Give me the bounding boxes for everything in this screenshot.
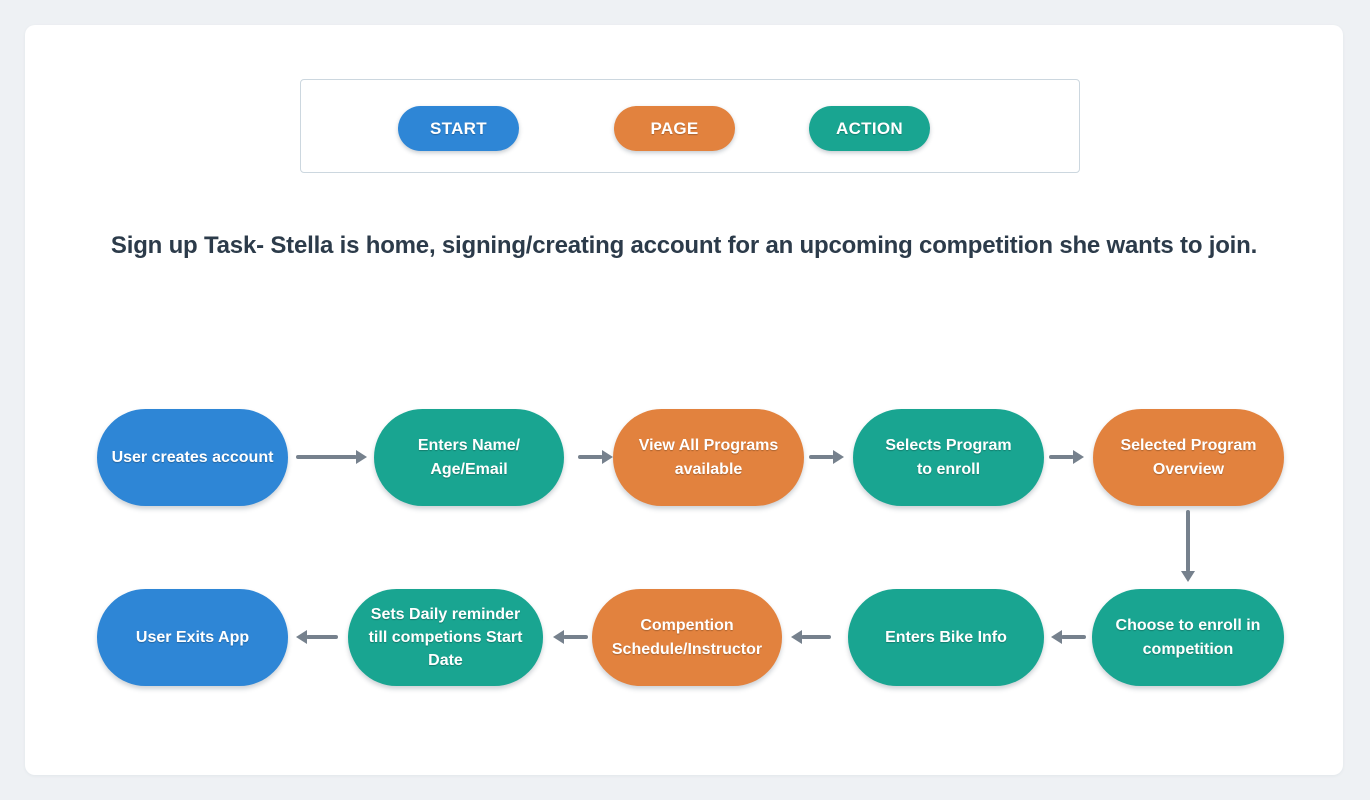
arrow-right-icon bbox=[296, 450, 367, 464]
legend-pill-action: ACTION bbox=[809, 106, 930, 151]
node-user-exits-app: User Exits App bbox=[97, 589, 288, 686]
node-compention-schedule-instructor: Compention Schedule/Instructor bbox=[592, 589, 782, 686]
node-view-all-programs: View All Programs available bbox=[613, 409, 804, 506]
node-sets-daily-reminder: Sets Daily reminder till competions Star… bbox=[348, 589, 543, 686]
arrow-right-icon bbox=[578, 450, 613, 464]
diagram-title: Sign up Task- Stella is home, signing/cr… bbox=[110, 232, 1258, 259]
node-selected-program-overview: Selected Program Overview bbox=[1093, 409, 1284, 506]
node-enters-name-age-email: Enters Name/ Age/Email bbox=[374, 409, 564, 506]
node-user-creates-account: User creates account bbox=[97, 409, 288, 506]
flowchart-card: START PAGE ACTION Sign up Task- Stella i… bbox=[25, 25, 1343, 775]
node-selects-program-to-enroll: Selects Program to enroll bbox=[853, 409, 1044, 506]
arrow-left-icon bbox=[1051, 630, 1086, 644]
legend-box: START PAGE ACTION bbox=[300, 79, 1080, 173]
arrow-left-icon bbox=[791, 630, 831, 644]
arrow-right-icon bbox=[1049, 450, 1084, 464]
legend-pill-start: START bbox=[398, 106, 519, 151]
arrow-left-icon bbox=[553, 630, 588, 644]
node-choose-to-enroll: Choose to enroll in competition bbox=[1092, 589, 1284, 686]
arrow-left-icon bbox=[296, 630, 338, 644]
arrow-right-icon bbox=[809, 450, 844, 464]
legend-pill-page: PAGE bbox=[614, 106, 735, 151]
node-enters-bike-info: Enters Bike Info bbox=[848, 589, 1044, 686]
arrow-down-icon bbox=[1181, 510, 1195, 582]
